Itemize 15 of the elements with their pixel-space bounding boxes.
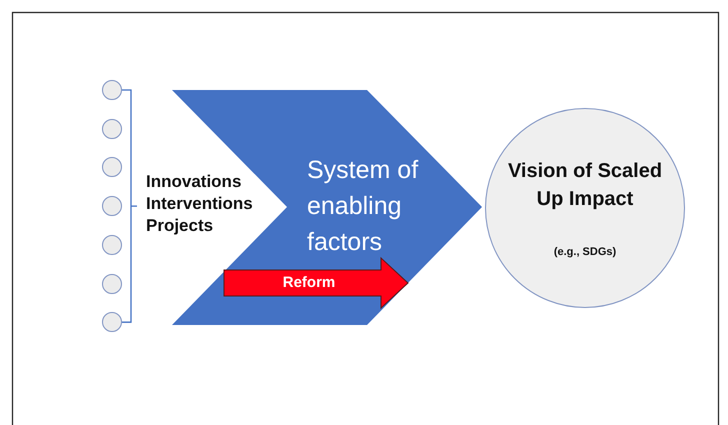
small-circle [102,157,122,178]
circle-note: (e.g., SDGs) [552,245,618,259]
small-circle [102,234,122,255]
arrow-text: Reform [282,273,336,293]
chevron-text: System of enabling factors [307,155,420,258]
item-label: Interventions [146,193,253,215]
small-circle [102,196,122,216]
small-circle [102,80,122,100]
small-circle [102,312,122,332]
item-label: Projects [146,215,214,237]
reform-arrow [224,258,408,308]
small-circle [102,274,122,294]
circle-title: Vision of Scaled Up Impact [506,159,664,212]
item-label: Innovations [146,171,242,193]
small-circle [102,118,122,139]
